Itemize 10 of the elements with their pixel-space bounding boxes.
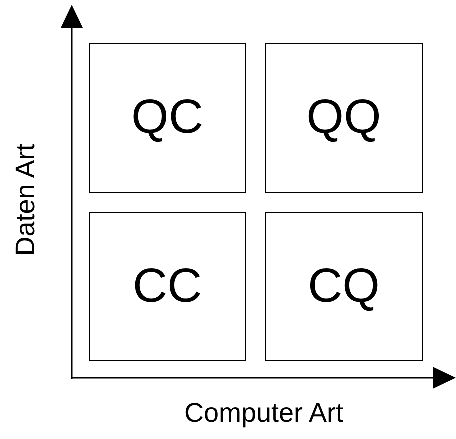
quadrant-box bbox=[265, 43, 423, 193]
axis-title: Daten Art bbox=[12, 144, 40, 256]
quadrant-label: CC bbox=[132, 262, 202, 310]
quadrant-box bbox=[89, 212, 246, 361]
axis-title: Computer Art bbox=[184, 400, 344, 427]
quadrant-box bbox=[265, 212, 423, 361]
quadrant-box bbox=[89, 43, 246, 193]
quadrant-label: CQ bbox=[308, 262, 380, 310]
quadrant-label: QQ bbox=[306, 94, 382, 142]
quadrant-label: QC bbox=[132, 94, 204, 142]
